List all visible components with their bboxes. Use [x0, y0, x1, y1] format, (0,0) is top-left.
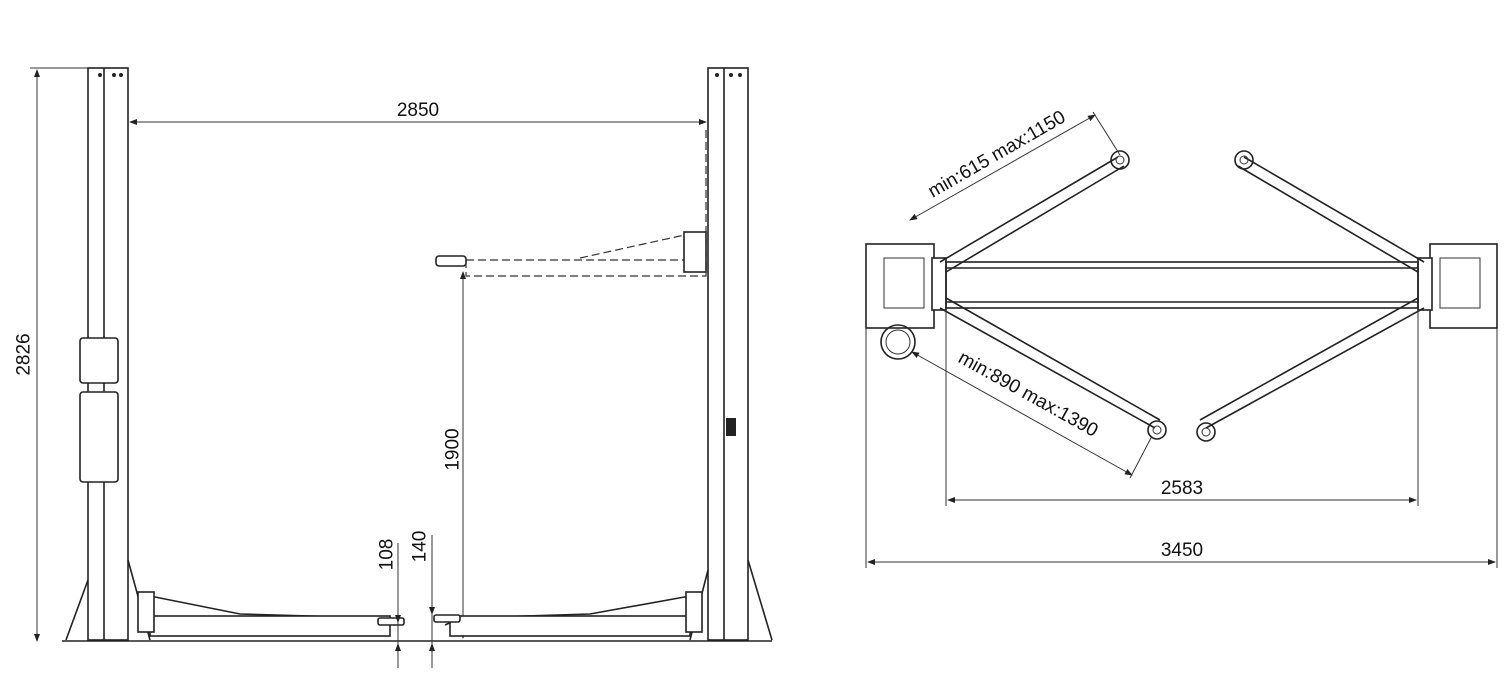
- top-view: min:615 max:1150 min:890 max:1390 2583 3…: [865, 107, 1498, 568]
- right-post: [689, 67, 773, 641]
- width-dimension-label: 2850: [397, 100, 439, 121]
- overall-width-dimension-label: 3450: [1161, 540, 1203, 561]
- short-arm-dimension-label: min:615 max:1150: [925, 107, 1070, 203]
- min-height-dimension-label: 108: [377, 539, 398, 571]
- lift-height-dimension-label: 1900: [443, 428, 464, 470]
- crossbeam: [945, 261, 1419, 309]
- left-post: [65, 67, 151, 641]
- pad-height-dimension-label: 140: [410, 531, 431, 563]
- power-unit-ring: [880, 324, 916, 360]
- inner-width-dimension-label: 2583: [1161, 478, 1203, 499]
- raised-arm: [435, 231, 707, 277]
- front-view: 2826 2850 1: [14, 67, 773, 668]
- height-dimension-label: 2826: [14, 333, 35, 375]
- lowered-arms: [137, 591, 703, 637]
- long-arm-dimension-label: min:890 max:1390: [955, 347, 1102, 441]
